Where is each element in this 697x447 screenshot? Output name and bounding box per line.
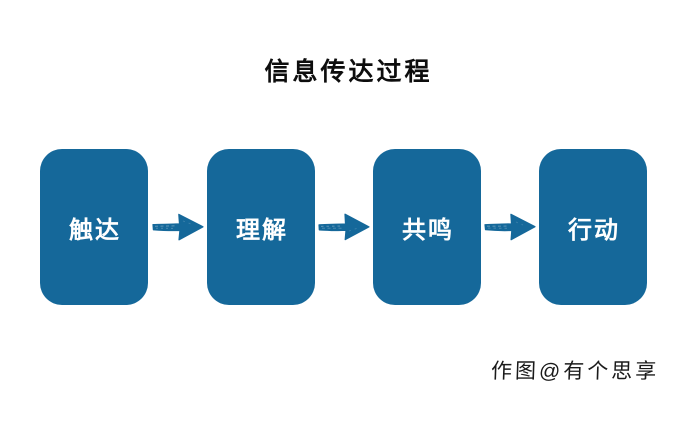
stage-box-understand: 理解 — [207, 149, 315, 305]
watermark-credit: 作图@有个思享 — [490, 360, 660, 383]
sketch-right-arrow-icon — [316, 209, 372, 245]
sketch-right-arrow-icon — [482, 209, 538, 245]
sketch-right-arrow-icon — [150, 209, 206, 245]
stage-label-reach: 触达 — [69, 216, 121, 244]
stage-box-reach: 触达 — [40, 149, 148, 305]
diagram-title: 信息传达过程 — [264, 58, 433, 86]
stage-label-action: 行动 — [568, 216, 620, 244]
stage-label-understand: 理解 — [236, 216, 288, 244]
stage-box-action: 行动 — [539, 149, 647, 305]
stage-box-resonate: 共鸣 — [373, 149, 481, 305]
stage-label-resonate: 共鸣 — [402, 216, 454, 244]
